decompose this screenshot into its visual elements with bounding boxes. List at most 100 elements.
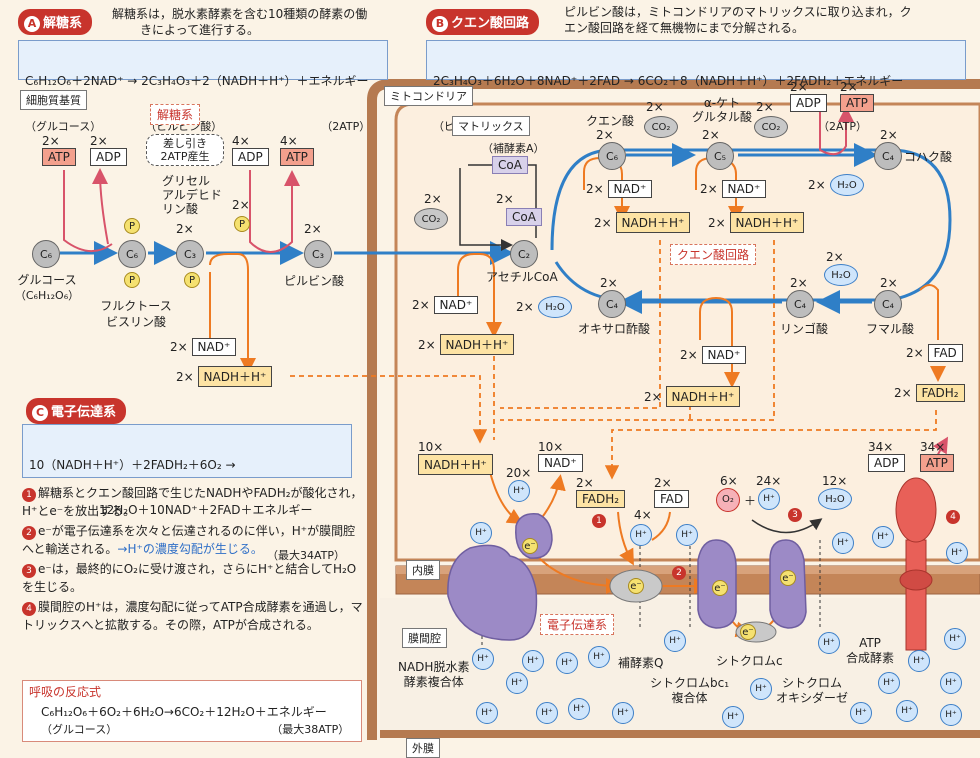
proton-icon: H⁺ (850, 702, 872, 724)
electron-icon: e⁻ (740, 624, 756, 640)
etc-step-marker: 4 (946, 510, 960, 524)
bc1-line2: 複合体 (671, 691, 708, 705)
section-a-intro-line2: きによって進行する。 (140, 23, 260, 37)
two-x-pyr: 2× (304, 222, 322, 236)
citric-nad-2: 2× NAD⁺ (700, 180, 767, 198)
net-atp-note: 差し引き 2ATP産生 (146, 134, 224, 166)
glucose-label: グルコース （C₆H₁₂O₆） (12, 272, 82, 304)
proton-icon: H⁺ (758, 488, 780, 510)
complex1-line2: 酵素複合体 (403, 675, 464, 689)
oxidase-label: シトクロム オキシダーゼ (776, 676, 848, 706)
proton-icon: H⁺ (832, 532, 854, 554)
mult-label: 2× (586, 182, 604, 196)
mult-label: 10× (418, 440, 444, 454)
nad-box: NAD⁺ (538, 454, 583, 472)
section-b-intro-line1: ピルビン酸は，ミトコンドリアのマトリックスに取り込まれ，ク (564, 5, 912, 19)
section-c-letter: C (32, 405, 48, 421)
glycolysis-equation-line2: （グルコース） （ピルビン酸） （2ATP） (25, 120, 371, 133)
two-x-succ: 2× (880, 128, 898, 142)
step-text: e⁻が電子伝達系を次々と伝達されるのに伴い，H⁺が膜間腔へと輸送される。 (22, 524, 356, 556)
mult-label: 2× (700, 182, 718, 196)
six-x-o2: 6× (720, 474, 738, 488)
complex1-shape (447, 544, 538, 641)
two-x-c3: 2× (176, 222, 194, 236)
proton-icon: H⁺ (476, 702, 498, 724)
mult-label: 2× (894, 386, 912, 400)
electron-icon: e⁻ (780, 570, 796, 586)
nadh-box: NADH＋H⁺ (439, 334, 515, 355)
atp-synthase-head (895, 477, 937, 543)
etc-step-marker: 2 (672, 566, 686, 580)
glycolysis-equation-line1: C₆H₁₂O₆＋2NAD⁺ → 2C₃H₄O₃＋2（NADH＋H⁺）＋エネルギー (25, 74, 369, 88)
section-a-title: 解糖系 (43, 16, 83, 31)
proton-icon: H⁺ (612, 702, 634, 724)
step-number: 4 (22, 602, 36, 616)
pyruvate-label: ピルビン酸 (284, 274, 345, 288)
citric-nadh-1: 2× NADH＋H⁺ (594, 212, 691, 233)
keto-c5: C₅ (706, 142, 734, 170)
citric-equation: 2C₃H₄O₃＋6H₂O＋8NAD⁺＋2FAD → 6CO₂＋8（NADH＋H⁺… (426, 40, 966, 133)
net-atp-note-line1: 差し引き (163, 137, 207, 150)
adp-box: ADP (90, 148, 127, 166)
matrix-label: マトリックス (452, 116, 530, 136)
electron-icon: e⁻ (712, 580, 728, 596)
proton-icon: H⁺ (676, 524, 698, 546)
intermembrane-label: 膜間腔 (402, 628, 447, 648)
citric-equation-line1: 2C₃H₄O₃＋6H₂O＋8NAD⁺＋2FAD → 6CO₂＋8（NADH＋H⁺… (433, 74, 904, 88)
proton-icon: H⁺ (818, 632, 840, 654)
two-x-h2o-3: 2× (516, 300, 534, 314)
two-x-oxalo: 2× (600, 276, 618, 290)
fructose-line2: ビスリン酸 (105, 315, 166, 329)
section-b-intro: ピルビン酸は，ミトコンドリアのマトリックスに取り込まれ，ク エン酸回路を経て無機… (564, 4, 974, 36)
two-x-malic: 2× (790, 276, 808, 290)
h2o-icon: H₂O (824, 264, 858, 286)
nadh-box: NADH＋H⁺ (197, 366, 273, 387)
proton-icon: H⁺ (508, 480, 530, 502)
mult-label: 2× (654, 476, 672, 490)
atp-synthase-line1: ATP (859, 636, 881, 650)
two-x-p: 2× (232, 198, 250, 212)
g3p-line3: リン酸 (162, 202, 199, 216)
pdh-nad: 2× NAD⁺ (412, 296, 479, 314)
section-a-intro-line1: 解糖系は，脱水素酵素を含む10種類の酵素の働 (112, 7, 368, 21)
fadh2-box: FADH₂ (576, 490, 626, 508)
mult-label: 2× (42, 134, 60, 148)
citric-fadh2: 2× FADH₂ (894, 384, 965, 402)
citric-nad-1: 2× NAD⁺ (586, 180, 653, 198)
coa-box: CoA (492, 156, 528, 174)
mult-label: 2× (418, 338, 436, 352)
ketoglutarate-line1: α-ケト (703, 96, 741, 110)
proton-icon: H⁺ (896, 700, 918, 722)
step-text: 解糖系とクエン酸回路で生じたNADHやFADH₂が酸化され，H⁺とe⁻を放出する… (22, 486, 363, 518)
section-b-letter: B (432, 16, 448, 32)
proton-icon: H⁺ (506, 672, 528, 694)
nad-box: NAD⁺ (191, 338, 237, 356)
etc-label: 電子伝達系 (540, 614, 615, 635)
atp-synthase-stalk (905, 539, 927, 651)
glucose-formula: （C₆H₁₂O₆） (14, 289, 80, 302)
mult-label: 2× (840, 80, 858, 94)
adp-box: ADP (790, 94, 827, 112)
atp-box: ATP (920, 454, 954, 472)
mult-label: 2× (790, 80, 808, 94)
oxalo-c4: C₄ (598, 290, 626, 318)
respiration-line1: C₆H₁₂O₆＋6O₂＋6H₂O→6CO₂＋12H₂O＋エネルギー (41, 705, 327, 719)
citric-acid-label: クエン酸 (586, 114, 635, 128)
proton-icon: H⁺ (522, 650, 544, 672)
step-number: 3 (22, 564, 36, 578)
two-x-h2o-1: 2× (808, 178, 826, 192)
ketoglutarate-label: α-ケト グルタル酸 (692, 96, 752, 124)
glycolysis-label: 解糖系 (150, 104, 201, 125)
mult-label: 2× (90, 134, 108, 148)
citric-nadh-3: 2× NADH＋H⁺ (644, 386, 741, 407)
proton-icon: H⁺ (878, 672, 900, 694)
mult-label: 10× (538, 440, 564, 454)
two-x-fumaric: 2× (880, 276, 898, 290)
co2-icon: CO₂ (414, 208, 448, 230)
two-x-co2-3: 2× (756, 100, 774, 114)
section-c-title: 電子伝達系 (51, 405, 117, 420)
two-x-keto: 2× (702, 128, 720, 142)
